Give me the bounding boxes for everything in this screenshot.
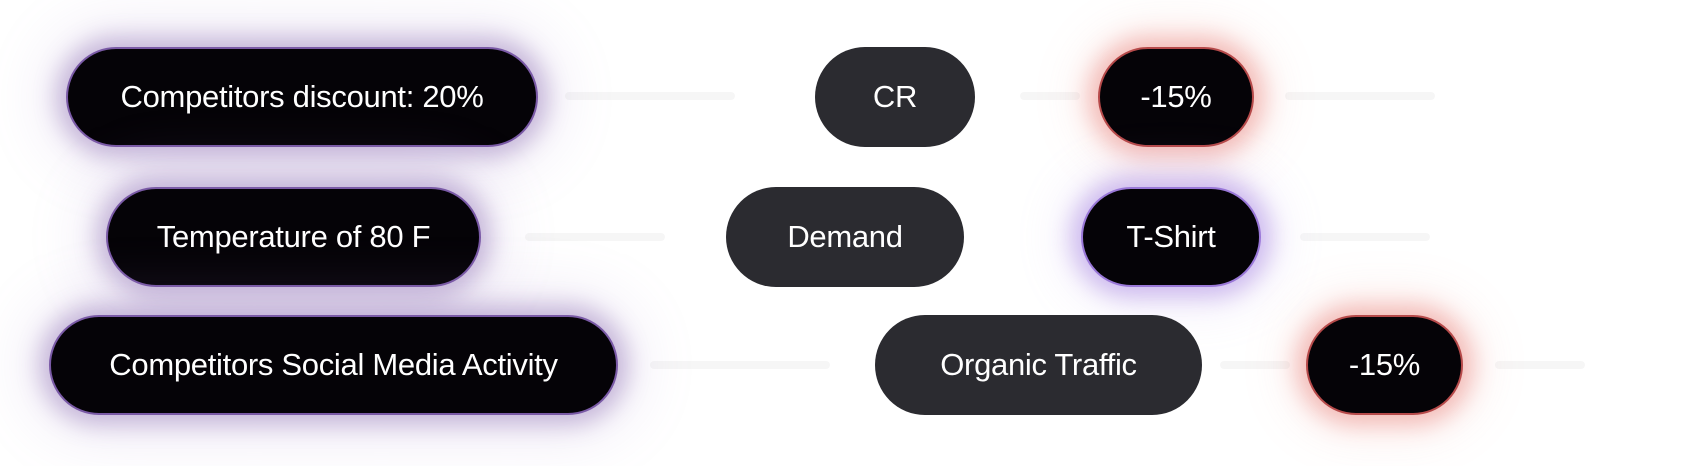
tshirt-label: T-Shirt (1126, 219, 1216, 254)
connector-trace (1495, 361, 1585, 369)
organic-traffic-chip[interactable]: Organic Traffic (875, 315, 1202, 415)
demand-label: Demand (787, 219, 903, 254)
traffic-change-chip[interactable]: -15% (1306, 315, 1463, 415)
social-activity-chip[interactable]: Competitors Social Media Activity (49, 315, 618, 415)
tshirt-chip[interactable]: T-Shirt (1081, 187, 1261, 287)
competitors-discount-label: Competitors discount: 20% (120, 79, 484, 114)
organic-traffic-label: Organic Traffic (940, 347, 1137, 382)
connector-trace (1285, 92, 1435, 100)
temperature-chip[interactable]: Temperature of 80 F (106, 187, 481, 287)
connector-trace (565, 92, 735, 100)
social-activity-label: Competitors Social Media Activity (109, 347, 558, 382)
temperature-label: Temperature of 80 F (156, 219, 431, 254)
connector-trace (650, 361, 830, 369)
cr-chip[interactable]: CR (815, 47, 975, 147)
cr-change-chip[interactable]: -15% (1098, 47, 1254, 147)
connector-trace (1220, 361, 1290, 369)
demand-chip[interactable]: Demand (726, 187, 964, 287)
competitors-discount-chip[interactable]: Competitors discount: 20% (66, 47, 538, 147)
cr-change-label: -15% (1140, 79, 1212, 114)
connector-trace (1020, 92, 1080, 100)
connector-trace (1300, 233, 1430, 241)
connector-trace (525, 233, 665, 241)
cr-label: CR (872, 79, 918, 114)
traffic-change-label: -15% (1348, 347, 1421, 382)
